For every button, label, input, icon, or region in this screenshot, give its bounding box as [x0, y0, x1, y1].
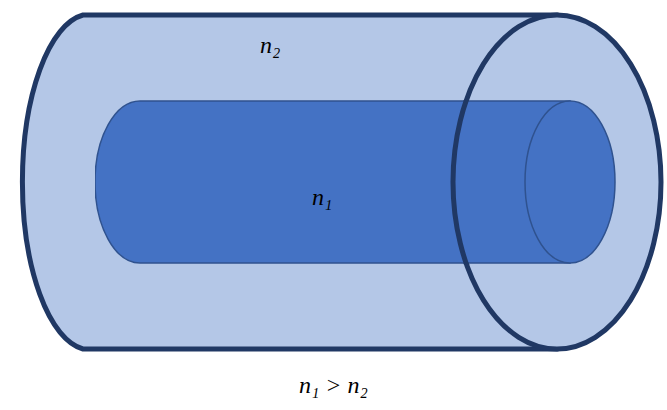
- index-relation: n₁ > n₂: [299, 371, 368, 400]
- cylinder-outline: [95, 100, 617, 265]
- refractive-index: n₁: [312, 183, 332, 212]
- refractive-index: n₂: [260, 31, 280, 60]
- cladding-cylinder: n₂ n₁: [10, 10, 666, 355]
- core-cylinder: n₁: [95, 100, 617, 265]
